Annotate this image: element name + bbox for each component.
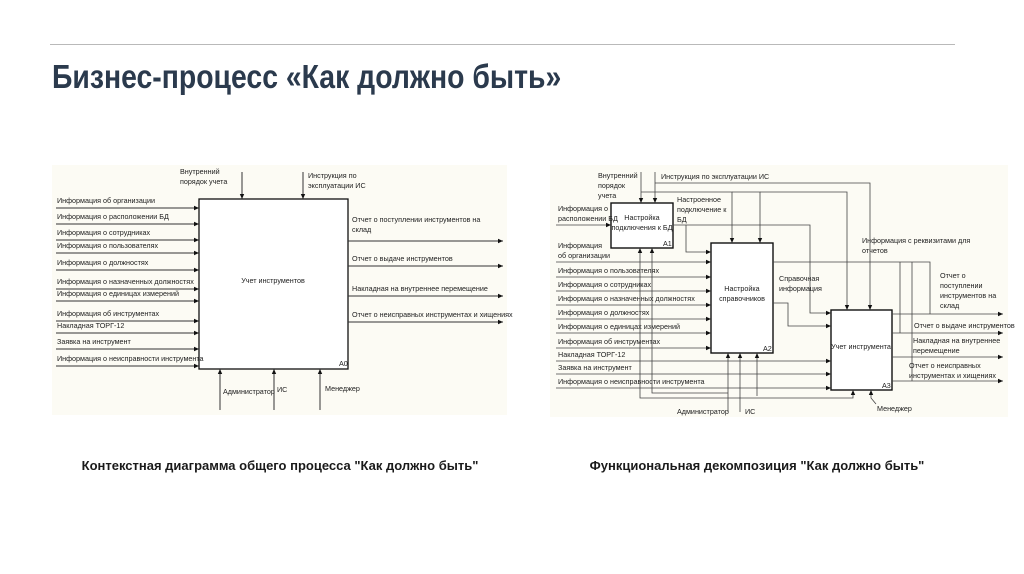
connection-arrow [685,225,711,255]
input-label: Информация о сотрудниках [558,280,652,289]
input-label: Информация о единицах измерений [558,322,680,331]
box-label: справочников [719,294,765,303]
box-label: Настройка [724,284,759,293]
control-label: учета [598,191,616,200]
control-arrow [760,191,850,310]
output-label: Отчет о неисправных [909,361,981,370]
connection-label: подключение к [677,205,727,214]
input-label: Информация о должностях [558,308,650,317]
context-outputs: Отчет о поступлении инструментов насклад… [348,215,513,325]
control-label: Инструкция по эксплуатации ИС [661,172,769,181]
input-label: Информация о пользователях [57,241,159,250]
output-label: склад [352,225,372,234]
input-label: Информация о должностях [57,258,149,267]
mechanism-label: Менеджер [877,404,912,413]
box-a3[interactable] [830,309,893,391]
input-label: Информация об инструментах [57,309,160,318]
mechanism-arrow [637,248,741,412]
output-label: Накладная на внутреннее перемещение [352,284,488,293]
connection-arrow [673,224,831,316]
input-label: Информация [558,241,602,250]
output-label: Отчет о неисправных инструментах и хищен… [352,310,513,319]
box-id: A1 [663,239,672,248]
reference-label: Справочная [779,274,819,283]
input-label: Информация о неисправности инструмента [558,377,705,386]
mechanism-arrow [740,390,856,399]
output-label: Отчет о выдаче инструментов [352,254,453,263]
context-box-label: Учет инструментов [241,276,305,285]
mechanism-arrow [868,390,877,405]
box-id: A3 [882,381,891,390]
input-label: Информация о назначенных должностях [57,277,194,286]
requisites-label: отчетов [862,246,888,255]
mechanism-label: ИС [745,407,755,416]
context-box-id: A0 [339,359,348,368]
output-label: перемещение [913,346,960,355]
context-diagram: Учет инструментов A0 Информация об орган… [52,165,513,415]
requisites-label: Информация с реквизитами для [862,236,970,245]
box-label: Учет инструмента [831,342,891,351]
input-label: Информация о назначенных должностях [558,294,695,303]
output-label: инструментов на [940,291,996,300]
box-label: Настройка [624,213,659,222]
input-label: Накладная ТОРГ-12 [558,350,625,359]
input-label: Заявка на инструмент [558,363,633,372]
box-a2[interactable] [710,242,774,354]
requisites-arrow [773,261,931,314]
caption-decomposition: Функциональная декомпозиция "Как должно … [589,458,925,473]
decomposition-diagram: Настройка подключения к БД A1 Настройка … [550,165,1015,417]
connection-label: БД [677,215,687,224]
output-label: инструментах и хищениях [909,371,996,380]
input-label: Информация об инструментах [558,337,661,346]
control-label: эксплуатации ИС [308,181,366,190]
output-label: Накладная на внутреннее [913,336,1000,345]
context-box-a0[interactable] [198,198,349,370]
input-label: Накладная ТОРГ-12 [57,321,124,330]
input-label: Информация о [558,204,608,213]
input-label: Информация о пользователях [558,266,660,275]
reference-label: информация [779,284,822,293]
input-label: Информация о неисправности инструмента [57,354,204,363]
input-label: расположении БД [558,214,618,223]
control-label: порядок [598,181,626,190]
title-divider [50,44,955,45]
output-label: склад [940,301,960,310]
decomposition-arrows [637,172,1003,412]
box-a1[interactable] [610,202,674,249]
box-id: A2 [763,344,772,353]
control-label: порядок учета [180,177,227,186]
reference-arrow [773,302,831,329]
mechanism-label: ИС [277,385,287,394]
caption-context-diagram: Контекстная диаграмма общего процесса "К… [81,458,479,473]
input-label: Информация об организации [57,196,155,205]
mechanism-label: Администратор [677,407,729,416]
output-label: поступлении [940,281,983,290]
mechanism-arrow [649,248,728,394]
output-label: Отчет о поступлении инструментов на [352,215,480,224]
input-label: Информация о сотрудниках [57,228,151,237]
control-label: Внутренний [180,167,220,176]
control-label: Внутренний [598,171,638,180]
slide-title: Бизнес-процесс «Как должно быть» [52,58,562,95]
control-label: Инструкция по [308,171,357,180]
mechanism-label: Менеджер [325,384,360,393]
box-label: подключения к БД [612,223,673,232]
input-label: Заявка на инструмент [57,337,132,346]
input-label: Информация о расположении БД [57,212,169,221]
connection-label: Настроенное [677,195,721,204]
mechanism-label: Администратор [223,387,275,396]
input-label: Информация о единицах измерений [57,289,179,298]
output-label: Отчет о выдаче инструментов [914,321,1015,330]
output-label: Отчет о [940,271,966,280]
control-arrow [655,182,873,310]
input-label: об организации [558,251,610,260]
